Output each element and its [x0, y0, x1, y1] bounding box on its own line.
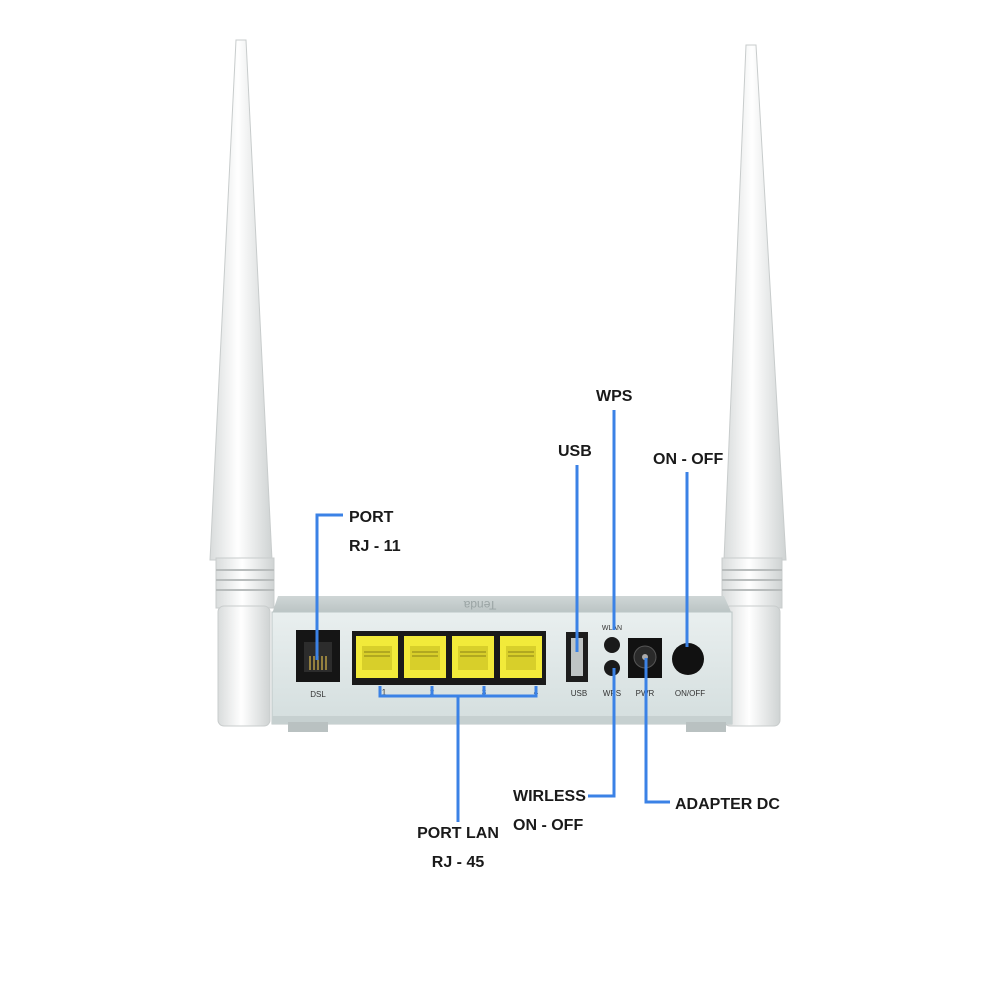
- wps-button-label: WPS: [603, 689, 621, 698]
- callout-adapter-dc-line1: ADAPTER DC: [675, 796, 780, 813]
- leader-adapter: [644, 658, 670, 804]
- lan-label-1: 1: [382, 688, 387, 697]
- callout-adapter-dc: ADAPTER DC: [675, 790, 780, 819]
- callout-port-lan: PORT LAN RJ - 45: [415, 819, 501, 877]
- callout-port-rj11-line1: PORT: [349, 509, 394, 526]
- callout-wps-line1: WPS: [596, 388, 633, 405]
- power-switch: ON/OFF: [672, 643, 705, 698]
- callout-port-rj11: PORT RJ - 11: [349, 503, 401, 561]
- lan-ports: 1 2 3 4: [352, 631, 546, 697]
- callout-port-rj11-line2: RJ - 11: [349, 538, 401, 555]
- onoff-label: ON/OFF: [675, 689, 705, 698]
- brand-mark: Tenda: [463, 598, 496, 612]
- callout-wireless-line1: WIRLESS: [513, 788, 586, 805]
- callout-usb: USB: [558, 437, 592, 466]
- wps-button: WPS: [603, 660, 621, 698]
- callout-wps: WPS: [596, 382, 632, 411]
- leader-wireless: [588, 668, 616, 798]
- lan-port-1: [356, 636, 398, 678]
- wlan-button: WLAN: [602, 625, 622, 653]
- callout-on-off: ON - OFF: [653, 445, 723, 474]
- callout-wireless-line2: ON - OFF: [513, 817, 584, 834]
- callout-port-lan-line1: PORT LAN: [417, 825, 499, 842]
- leader-lines: [315, 410, 689, 822]
- callout-usb-line1: USB: [558, 443, 592, 460]
- lan-port-4: [500, 636, 542, 678]
- leader-rj11: [315, 513, 343, 660]
- usb-port-label: USB: [571, 689, 587, 698]
- callout-port-lan-line2: RJ - 45: [431, 854, 485, 871]
- lan-port-3: [452, 636, 494, 678]
- right-antenna: [721, 44, 787, 727]
- left-antenna: [209, 39, 275, 727]
- usb-port: USB: [566, 632, 588, 698]
- callout-on-off-line1: ON - OFF: [653, 451, 724, 468]
- wlan-label: WLAN: [602, 625, 622, 632]
- dsl-port-label: DSL: [310, 690, 326, 699]
- lan-port-2: [404, 636, 446, 678]
- callout-wireless: WIRLESS ON - OFF: [513, 782, 586, 840]
